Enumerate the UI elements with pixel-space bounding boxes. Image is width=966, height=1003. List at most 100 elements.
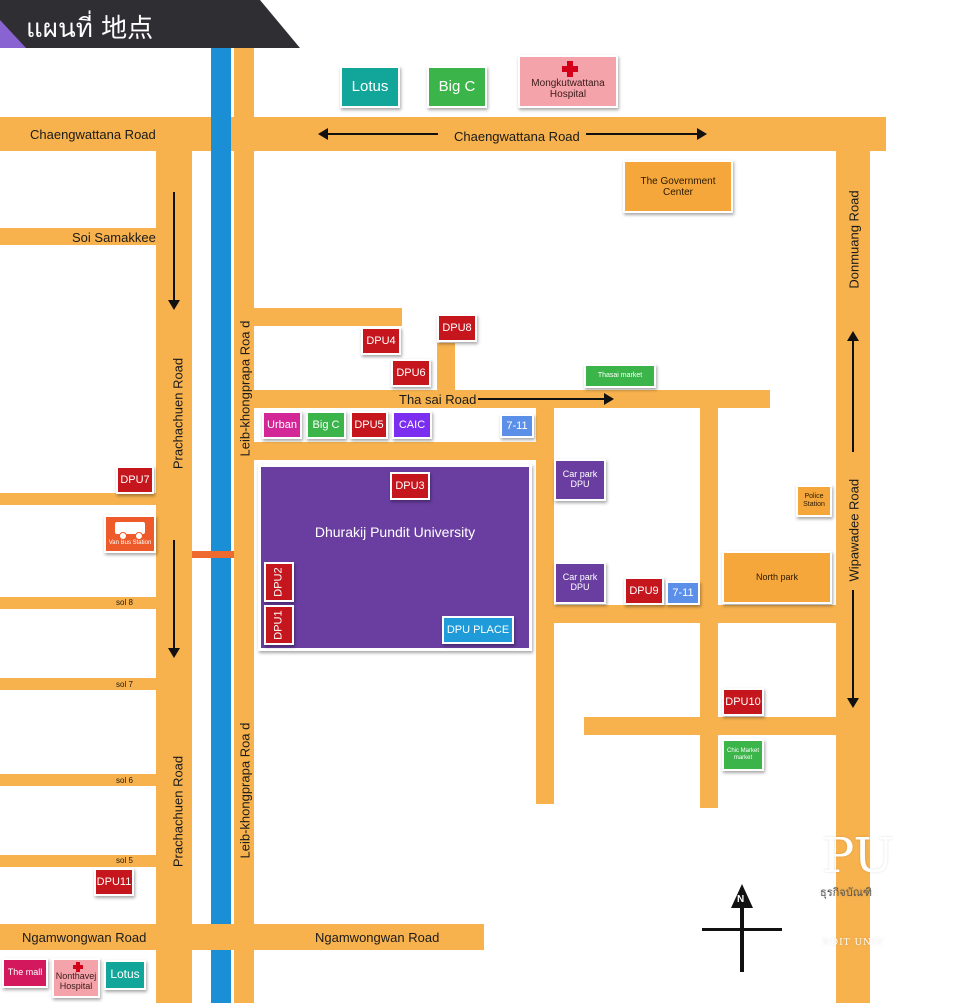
carpark1-line1: Car park [562,469,598,480]
lotus-bottom[interactable]: Lotus [104,960,146,990]
sol7-lane [0,678,156,690]
mongkutwattana-hospital[interactable]: Mongkutwattana Hospital [518,55,618,108]
dpu10-building[interactable]: DPU10 [722,688,764,716]
header-banner [0,0,300,48]
arrow-west-head [318,128,328,140]
arrow-thasai-line [478,398,606,400]
carpark2-line1: Car park [562,572,598,583]
arrow-north-head [847,331,859,341]
leib-khongprapa-road [234,48,254,1003]
ngamwongwan-road [0,924,484,950]
arrow-south-lower-head [168,648,180,658]
arrow-east-line [586,133,698,135]
sol6-lane [0,774,156,786]
bigc-top[interactable]: Big C [427,66,487,108]
nonthavej-line2: Hospital [59,981,93,991]
chaengwattana-road [0,117,886,151]
carpark2-line2: DPU [570,582,590,592]
road-label-sol6: sol 6 [116,776,133,785]
car-park-dpu-lower[interactable]: Car park DPU [554,562,606,604]
hospital-cross-icon [73,962,83,972]
road-label-donmuang: Donmuang Road [846,190,862,289]
dpu4-building[interactable]: DPU4 [361,327,401,355]
compass-arrow-icon [731,884,753,908]
dpu9-building[interactable]: DPU9 [624,577,664,605]
dpu-place[interactable]: DPU PLACE [442,616,514,644]
nonthavej-hospital[interactable]: Nonthavej Hospital [52,958,100,998]
road-label-chaengwattana-left: Chaengwattana Road [30,127,156,142]
bigc-mid[interactable]: Big C [306,411,346,439]
van-station-label: Van Bus Station [108,539,152,546]
road-label-chaengwattana-center: Chaengwattana Road [454,129,580,144]
carpark1-line2: DPU [570,479,590,489]
road-label-sol7: sol 7 [116,680,133,689]
seven-eleven-mid[interactable]: 7-11 [666,581,700,605]
canal-bridge [192,551,234,558]
dpu8-lane [437,343,455,390]
compass-vertical [740,896,744,972]
police-line1: Police [804,493,824,501]
dpu10-lane [584,717,836,735]
road-label-ngamwongwan-left: Ngamwongwan Road [22,930,147,945]
sol8-lane [0,597,156,609]
police-station[interactable]: Police Station [796,485,832,517]
north-park-lane [554,605,836,623]
road-label-prachachuen-upper: Prachachuen Road [170,357,186,470]
thasai-market[interactable]: Thasai market [584,364,656,388]
mongkut-line2: Hospital [549,88,587,100]
arrow-south-right-line [852,590,854,700]
road-label-leib-lower: Leib-khongprapa Roa d [237,722,253,859]
road-label-prachachuen-lower: Prachachuen Road [170,755,186,868]
lotus-top[interactable]: Lotus [340,66,400,108]
arrow-south-lower-line [173,540,175,650]
nonthavej-line1: Nonthavej [55,971,97,982]
east-campus-road [536,408,554,804]
arrow-west-line [326,133,438,135]
sol5-lane [0,855,156,867]
road-label-leib-upper: Leib-khongprapa Roa d [237,320,253,457]
van-bus-station[interactable]: Van Bus Station [104,515,156,553]
road-label-soi-samakkee: Soi Samakkee [72,230,156,245]
soi-samakkee-road [0,228,156,245]
dpu3-building[interactable]: DPU3 [390,472,430,500]
arrow-south-upper-head [168,300,180,310]
dpu11-building[interactable]: DPU11 [94,868,134,896]
dpu2-label: DPU2 [272,567,285,597]
arrow-south-right-head [847,698,859,708]
dpu2-building[interactable]: DPU2 [264,562,294,602]
seven-eleven-top[interactable]: 7-11 [500,414,534,438]
the-mall[interactable]: The mall [2,958,48,988]
car-park-dpu-upper[interactable]: Car park DPU [554,459,606,501]
police-line2: Station [803,501,825,508]
canal [211,48,231,1003]
road-label-thasai: Tha sai Road [399,392,477,407]
arrow-north-line [852,340,854,452]
road-label-wipawadee: Wipawadee Road [846,478,862,582]
compass-north-label: N [737,894,745,905]
dpu8-building[interactable]: DPU8 [437,314,477,342]
dpu1-building[interactable]: DPU1 [264,605,294,645]
dpu1-label: DPU1 [272,610,285,640]
compass-horizontal [702,928,782,931]
page-title: แผนที่ 地点 [26,14,154,44]
caic-building[interactable]: CAIC [392,411,432,439]
dpu5-building[interactable]: DPU5 [350,411,388,439]
road-label-sol5: sol 5 [116,856,133,865]
dpu6-building[interactable]: DPU6 [391,359,431,387]
watermark-english: NDIT UNIV [822,938,885,948]
north-park[interactable]: North park [722,551,832,604]
urban-store[interactable]: Urban [262,411,302,439]
dpu7-lane [0,493,156,505]
government-center[interactable]: The Government Center [623,160,733,213]
hospital-cross-icon [562,61,578,77]
arrow-south-upper-line [173,192,175,302]
dpu7-building[interactable]: DPU7 [116,466,154,494]
donmuang-wipawadee-road [836,151,870,1003]
road-label-sol8: sol 8 [116,598,133,607]
mongkut-line1: Mongkutwattana [531,77,605,89]
chic-market[interactable]: Chic Market market [722,739,764,771]
university-label: Dhurakij Pundit University [314,524,476,540]
road-label-ngamwongwan-center: Ngamwongwan Road [315,930,440,945]
upper-lane [254,308,402,326]
arrow-east-head [697,128,707,140]
